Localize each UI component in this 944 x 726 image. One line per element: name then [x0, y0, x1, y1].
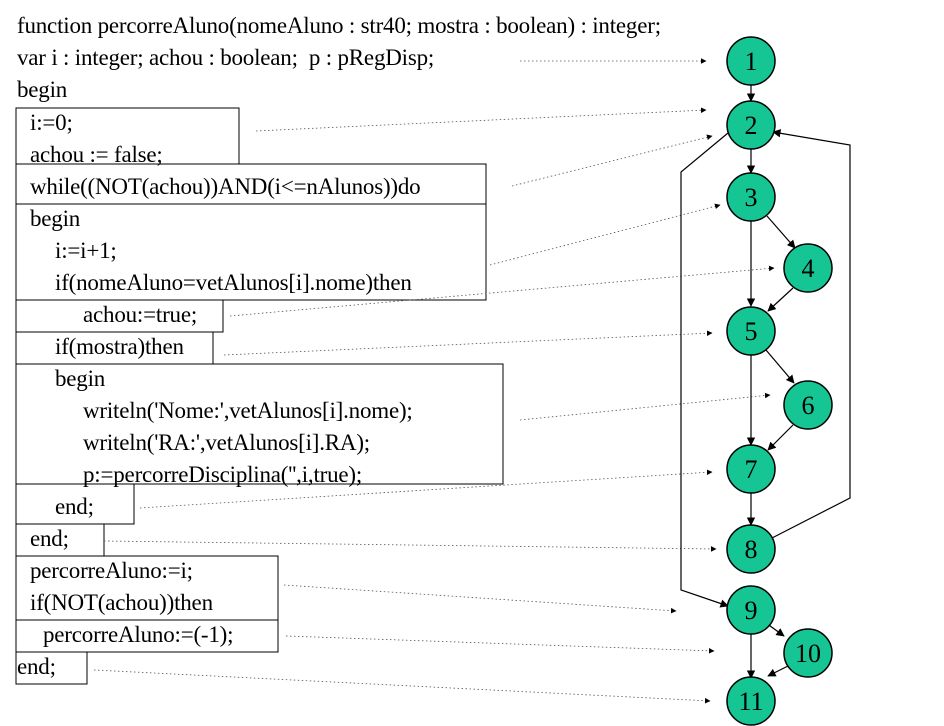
- code-line-end: end;: [17, 654, 56, 679]
- svg-text:11: 11: [738, 687, 763, 716]
- code-line-while-end: end;: [30, 526, 69, 551]
- svg-text:4: 4: [802, 254, 815, 283]
- box-loop-body: [15, 203, 487, 301]
- code-line-result-minus-one: percorreAluno:=(-1);: [43, 622, 234, 647]
- svg-text:5: 5: [745, 317, 758, 346]
- node-5: 5: [726, 306, 776, 356]
- node-2: 2: [726, 100, 776, 150]
- code-line-if-not-achou: if(NOT(achou))then: [30, 590, 213, 615]
- svg-text:8: 8: [745, 535, 758, 564]
- node-7: 7: [726, 444, 776, 494]
- node-3: 3: [726, 172, 776, 222]
- node-9: 9: [726, 585, 776, 635]
- svg-text:9: 9: [745, 596, 758, 625]
- code-line-init-i: i:=0;: [30, 110, 73, 135]
- code-line-inner-end: end;: [55, 494, 94, 519]
- graph-nodes: 1 2 3 4 5 6 7 8: [726, 36, 833, 726]
- svg-text:6: 6: [802, 391, 815, 420]
- code-line-increment: i:=i+1;: [55, 238, 117, 263]
- code-line-if-name: if(nomeAluno=vetAlunos[i].nome)then: [55, 270, 412, 295]
- code-line-init-achou: achou := false;: [30, 142, 163, 167]
- node-10: 10: [783, 628, 833, 678]
- code-line-while: while((NOT(achou))AND(i<=nAlunos))do: [30, 174, 421, 199]
- node-1: 1: [726, 36, 776, 86]
- svg-text:10: 10: [795, 639, 821, 668]
- box-print-block: [15, 363, 504, 485]
- box-assign-minus-one: [15, 619, 279, 653]
- svg-text:1: 1: [745, 47, 758, 76]
- node-8: 8: [726, 524, 776, 574]
- svg-text:2: 2: [745, 111, 758, 140]
- code-line-achou-true: achou:=true;: [83, 302, 198, 327]
- code-line-begin: begin: [17, 77, 68, 102]
- leader-lines: [93, 58, 775, 704]
- box-end: [15, 651, 88, 685]
- node-4: 4: [783, 243, 833, 293]
- code-line-writeln-nome: writeln('Nome:',vetAlunos[i].nome);: [83, 398, 413, 423]
- code-line-if-mostra: if(mostra)then: [55, 334, 184, 359]
- node-6: 6: [783, 380, 833, 430]
- code-line-var: var i : integer; achou : boolean; p : pR…: [17, 45, 435, 70]
- code-line-print-begin: begin: [55, 366, 106, 391]
- code-line-loop-begin: begin: [30, 206, 81, 231]
- svg-text:7: 7: [745, 455, 758, 484]
- code-boxes: [15, 107, 504, 685]
- code-line-percorre-disciplina: p:=percorreDisciplina('',i,true);: [83, 462, 363, 487]
- graph-edges: [680, 85, 851, 679]
- code-line-result: percorreAluno:=i;: [30, 558, 193, 583]
- svg-text:3: 3: [745, 183, 758, 212]
- node-11: 11: [726, 676, 776, 726]
- code-line-signature: function percorreAluno(nomeAluno : str40…: [17, 13, 661, 38]
- code-line-writeln-ra: writeln('RA:',vetAlunos[i].RA);: [83, 430, 370, 455]
